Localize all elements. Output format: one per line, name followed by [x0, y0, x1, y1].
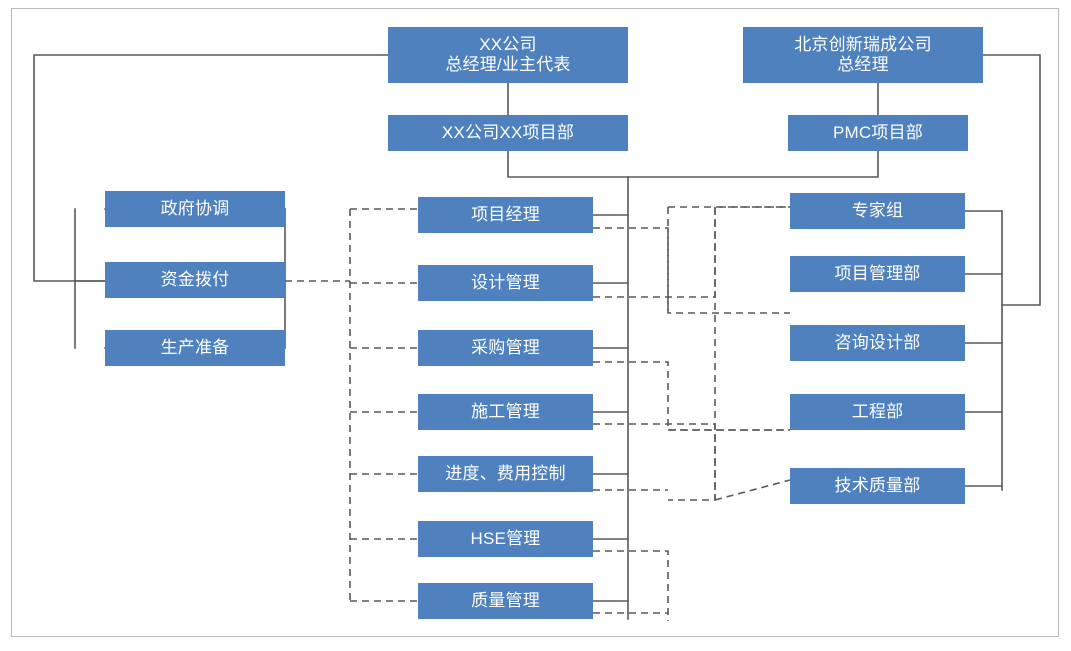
node-pm_dept[interactable]: 项目管理部 [790, 256, 965, 292]
node-design[interactable]: 设计管理 [418, 265, 593, 301]
connector-dashed-15 [593, 423, 716, 501]
node-hse-label-0: HSE管理 [470, 529, 541, 549]
node-pm-label-0: 项目经理 [471, 205, 540, 225]
node-techqa[interactable]: 技术质量部 [790, 468, 965, 504]
node-construct[interactable]: 施工管理 [418, 394, 593, 430]
node-quality-label-0: 质量管理 [471, 591, 540, 611]
node-consult-label-0: 咨询设计部 [834, 333, 921, 353]
node-pm_dept-label-0: 项目管理部 [834, 264, 921, 284]
node-owner_gm[interactable]: XX公司总经理/业主代表 [388, 27, 628, 83]
node-owner_pd[interactable]: XX公司XX项目部 [388, 115, 628, 151]
node-expert[interactable]: 专家组 [790, 193, 965, 229]
node-hse[interactable]: HSE管理 [418, 521, 593, 557]
node-owner_pd-label-0: XX公司XX项目部 [441, 123, 575, 143]
connector-solid-16 [982, 54, 1041, 306]
node-cost[interactable]: 进度、费用控制 [418, 456, 593, 492]
node-fund-label-0: 资金拨付 [160, 270, 230, 290]
node-pmc_gm[interactable]: 北京创新瑞成公司总经理 [743, 27, 983, 83]
connector-solid-11 [33, 54, 389, 282]
connector-dashed-10 [593, 206, 790, 298]
node-design-label-0: 设计管理 [471, 273, 540, 293]
node-gov[interactable]: 政府协调 [105, 191, 285, 227]
solid-connectors [33, 54, 1041, 620]
node-construct-label-0: 施工管理 [471, 402, 540, 422]
node-procure[interactable]: 采购管理 [418, 330, 593, 366]
connector-dashed-17 [593, 550, 669, 621]
node-techqa-label-0: 技术质量部 [834, 476, 921, 496]
node-fund[interactable]: 资金拨付 [105, 262, 285, 298]
node-owner_gm-label-0: XX公司 [479, 35, 537, 55]
node-cost-label-0: 进度、费用控制 [445, 464, 566, 484]
node-procure-label-0: 采购管理 [471, 338, 540, 358]
node-owner_gm-label-1: 总经理/业主代表 [445, 55, 571, 74]
node-eng[interactable]: 工程部 [790, 394, 965, 430]
node-pmc_gm-label-0: 北京创新瑞成公司 [794, 35, 932, 55]
diagram-frame [11, 8, 1059, 637]
node-gov-label-0: 政府协调 [160, 199, 230, 219]
connector-dashed-14 [593, 361, 790, 431]
connector-dashed-9 [593, 227, 790, 314]
dashed-connectors [285, 206, 791, 621]
node-pm[interactable]: 项目经理 [418, 197, 593, 233]
connector-dashed-20 [714, 479, 791, 501]
node-eng-label-0: 工程部 [851, 402, 904, 422]
node-pmc_gm-label-1: 总经理 [837, 55, 889, 74]
node-prod-label-0: 生产准备 [160, 338, 230, 358]
node-consult[interactable]: 咨询设计部 [790, 325, 965, 361]
node-pmc_pd[interactable]: PMC项目部 [788, 115, 968, 151]
node-prod[interactable]: 生产准备 [105, 330, 285, 366]
node-expert-label-0: 专家组 [851, 201, 904, 221]
connector-solid-2 [507, 150, 879, 178]
node-pmc_pd-label-0: PMC项目部 [833, 123, 923, 143]
node-quality[interactable]: 质量管理 [418, 583, 593, 619]
